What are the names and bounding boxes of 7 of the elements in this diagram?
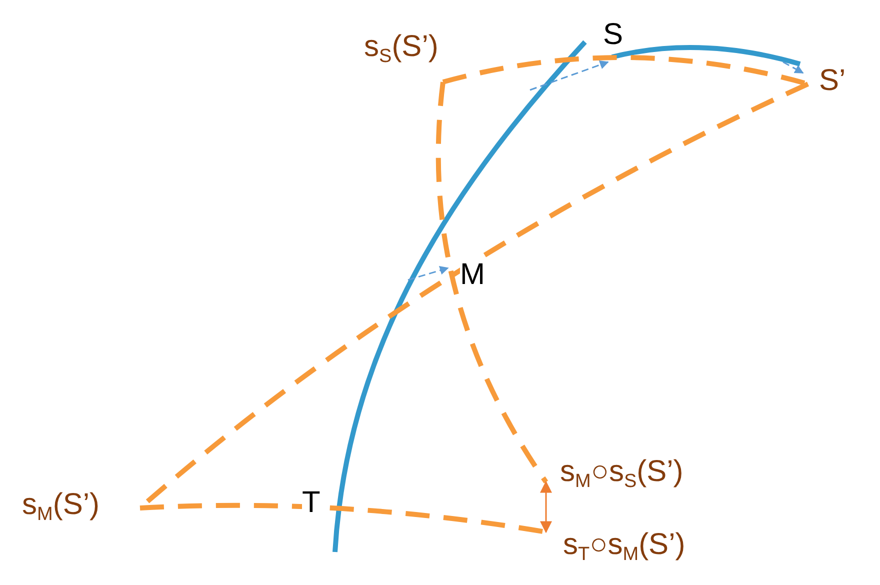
- arrow: [540, 480, 552, 534]
- point-label: s$_{M}$(S’): [22, 488, 100, 522]
- dashed-line: [436, 82, 548, 484]
- point-label: S’: [819, 64, 846, 98]
- point-label: s$_{M}$○s$_{S}$(S’): [560, 455, 684, 489]
- point-label: s$_{T}$○s$_{M}$(S’): [563, 528, 686, 562]
- point-label: s$_{S}$(S’): [364, 30, 438, 64]
